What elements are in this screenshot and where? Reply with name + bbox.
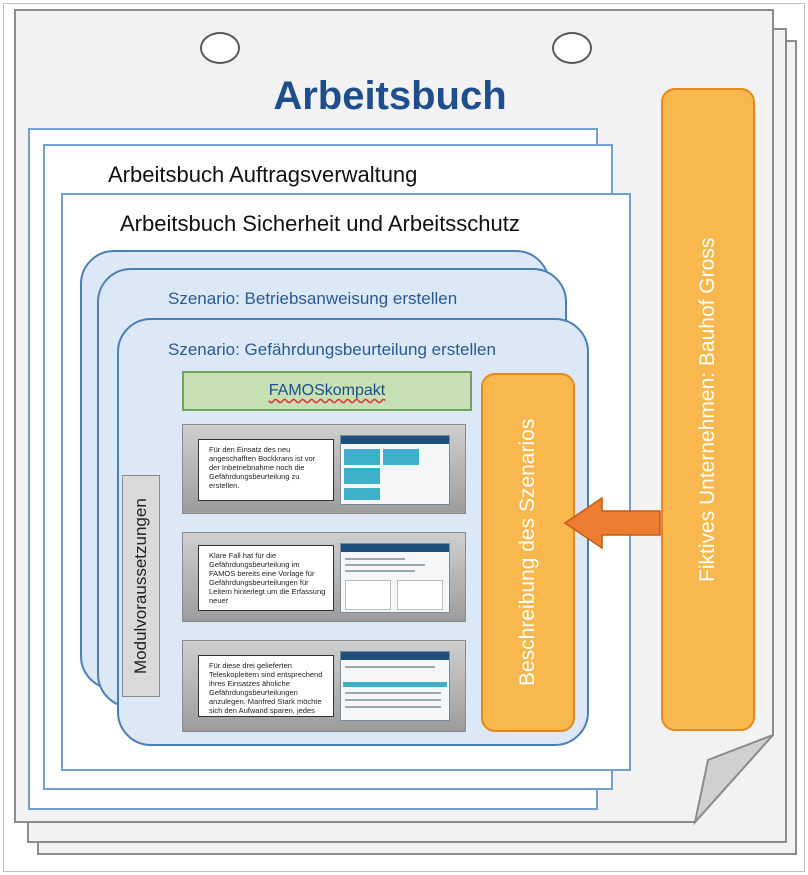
step-note-2: Klare Fall hat für die Gefährdungsbeurte… — [198, 545, 334, 611]
book-safety-label: Arbeitsbuch Sicherheit und Arbeitsschutz — [120, 211, 520, 236]
arrow-left-icon — [563, 496, 661, 550]
product-banner: FAMOSkompakt — [182, 371, 472, 411]
product-label: FAMOSkompakt — [268, 382, 386, 399]
module-prereq-box: Modulvoraussetzungen — [122, 475, 160, 697]
app-screenshot-2 — [340, 543, 450, 613]
binder-ring-left — [200, 32, 240, 64]
scenario-operating-instructions-label: Szenario: Betriebsanweisung erstellen — [168, 289, 458, 308]
app-screenshot-1 — [340, 435, 450, 505]
binder-ring-right — [552, 32, 592, 64]
step-strip-2: Klare Fall hat für die Gefährdungsbeurte… — [182, 532, 466, 622]
module-prereq-label: Modulvoraussetzungen — [131, 498, 150, 674]
app-screenshot-3 — [340, 651, 450, 721]
step-note-1: Für den Einsatz des neu angeschafften Bo… — [198, 439, 334, 501]
fictional-company-label: Fiktives Unternehmen: Bauhof Gross — [696, 237, 719, 582]
fictional-company-box: Fiktives Unternehmen: Bauhof Gross — [661, 88, 755, 731]
step-strip-1: Für den Einsatz des neu angeschafften Bo… — [182, 424, 466, 514]
scenario-description-label: Beschreibung des Szenarios — [516, 418, 539, 687]
page-title: Arbeitsbuch — [273, 74, 507, 118]
step-note-3: Für diese drei gelieferten Teleskopleite… — [198, 655, 334, 717]
scenario-description-box: Beschreibung des Szenarios — [481, 373, 575, 732]
step-strip-3: Für diese drei gelieferten Teleskopleite… — [182, 640, 466, 732]
book-order-management-label: Arbeitsbuch Auftragsverwaltung — [108, 162, 418, 187]
scenario-risk-assessment-label: Szenario: Gefährdungsbeurteilung erstell… — [168, 340, 496, 359]
